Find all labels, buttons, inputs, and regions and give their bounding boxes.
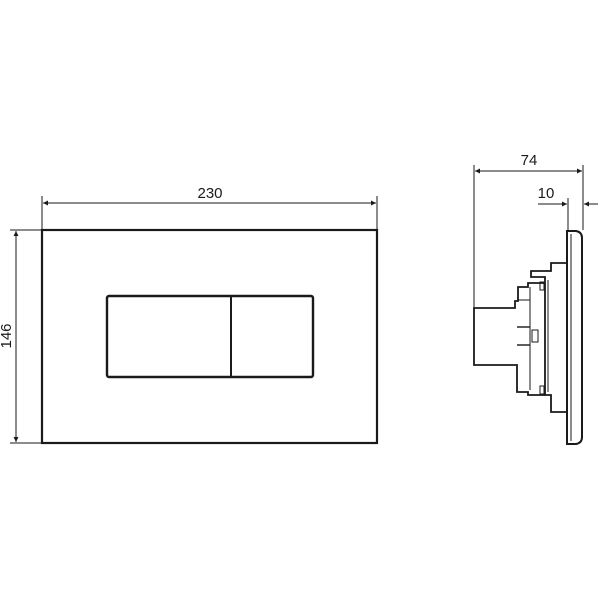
- width-dimension-label: 230: [197, 185, 222, 202]
- plate-thickness-dimension: 10: [538, 185, 598, 232]
- cover-plate: [40, 228, 379, 445]
- height-dimension: 146: [0, 229, 42, 444]
- depth-dimension: 74: [473, 152, 584, 308]
- width-dimension: 230: [41, 185, 378, 230]
- height-dimension-label: 146: [0, 323, 15, 348]
- mounting-frame: [530, 262, 567, 413]
- front-view: 230 146: [0, 185, 379, 445]
- button-frame: [105, 294, 315, 379]
- mechanism-body: [473, 282, 545, 396]
- side-view: 74 10: [473, 152, 598, 445]
- clip-detail: [531, 329, 539, 343]
- depth-dimension-label: 74: [521, 152, 538, 169]
- plate-profile: [566, 230, 583, 445]
- plate-thickness-label: 10: [538, 185, 555, 202]
